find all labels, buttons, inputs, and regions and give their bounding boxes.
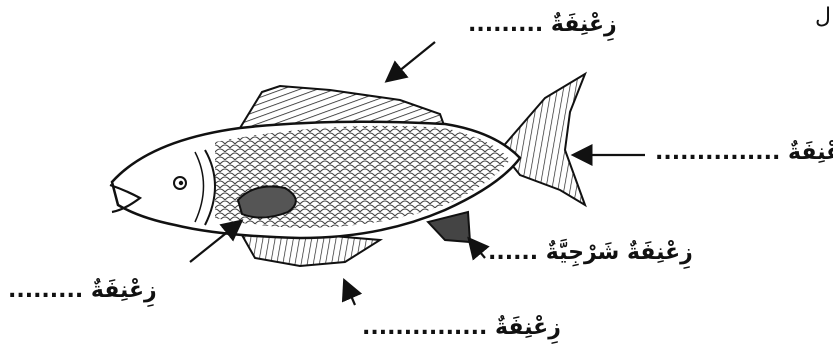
anal-fin: [428, 212, 470, 242]
label-anal-fin: زِعْنِفَةٌ شَرْجِيَّةٌ ......: [488, 240, 693, 265]
corner-fragment-text: ل: [815, 4, 831, 29]
label-pectoral-fin: زِعْنِفَةٌ .........: [8, 278, 157, 303]
arrow-anal: [470, 240, 485, 258]
arrow-dorsal: [388, 42, 435, 80]
arrow-pelvic: [345, 282, 355, 305]
label-dorsal-fin: زِعْنِفَةٌ .........: [468, 12, 617, 37]
label-caudal-fin: زِعْنِفَةٌ ...............: [655, 140, 833, 165]
label-pelvic-fin: زِعْنِفَةٌ ...............: [362, 315, 561, 340]
caudal-fin: [500, 74, 585, 205]
